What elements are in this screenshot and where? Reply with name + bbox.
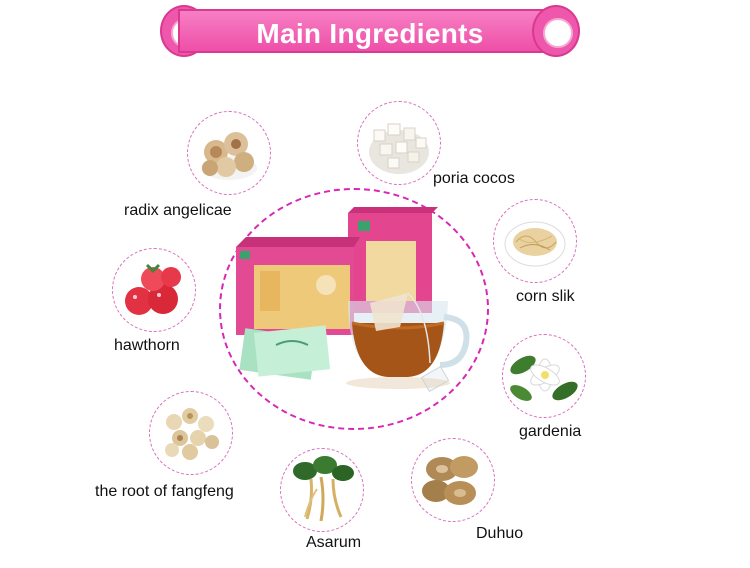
ingredient-label: Duhuo <box>476 525 524 542</box>
poria-cocos-photo-icon <box>369 123 429 174</box>
fangfeng-root-photo-icon <box>165 408 219 460</box>
ingredient-label: Asarum <box>306 534 362 551</box>
product-image <box>230 205 480 405</box>
page-title: Main Ingredients <box>256 18 484 49</box>
ingredient-label: corn slik <box>516 288 575 305</box>
ingredient-label: radix angelicae <box>124 202 232 219</box>
ingredient-label: hawthorn <box>114 337 180 354</box>
banner-bar <box>178 9 560 53</box>
ingredient-label: the root of fangfeng <box>95 483 234 500</box>
ingredient-radix-angelicae <box>187 111 271 195</box>
ingredient-poria-cocos <box>357 101 441 185</box>
ingredient-hawthorn <box>112 248 196 332</box>
hawthorn-photo-icon <box>125 263 181 315</box>
ingredient-fangfeng-root <box>149 391 233 475</box>
ingredient-corn-silk <box>493 199 577 283</box>
asarum-photo-icon <box>293 456 354 522</box>
corn-silk-photo-icon <box>504 221 566 267</box>
header-banner: Main Ingredients <box>160 5 580 57</box>
product-circle <box>219 188 489 430</box>
ingredient-label: gardenia <box>519 423 582 440</box>
ingredient-duhuo <box>411 438 495 522</box>
ingredient-asarum <box>280 448 364 532</box>
ingredient-label: poria cocos <box>433 170 515 187</box>
gardenia-photo-icon <box>510 355 578 401</box>
duhuo-photo-icon <box>422 456 478 505</box>
radix-angelicae-photo-icon <box>201 132 257 180</box>
banner-right-cap <box>532 5 580 57</box>
ingredient-gardenia <box>502 334 586 418</box>
